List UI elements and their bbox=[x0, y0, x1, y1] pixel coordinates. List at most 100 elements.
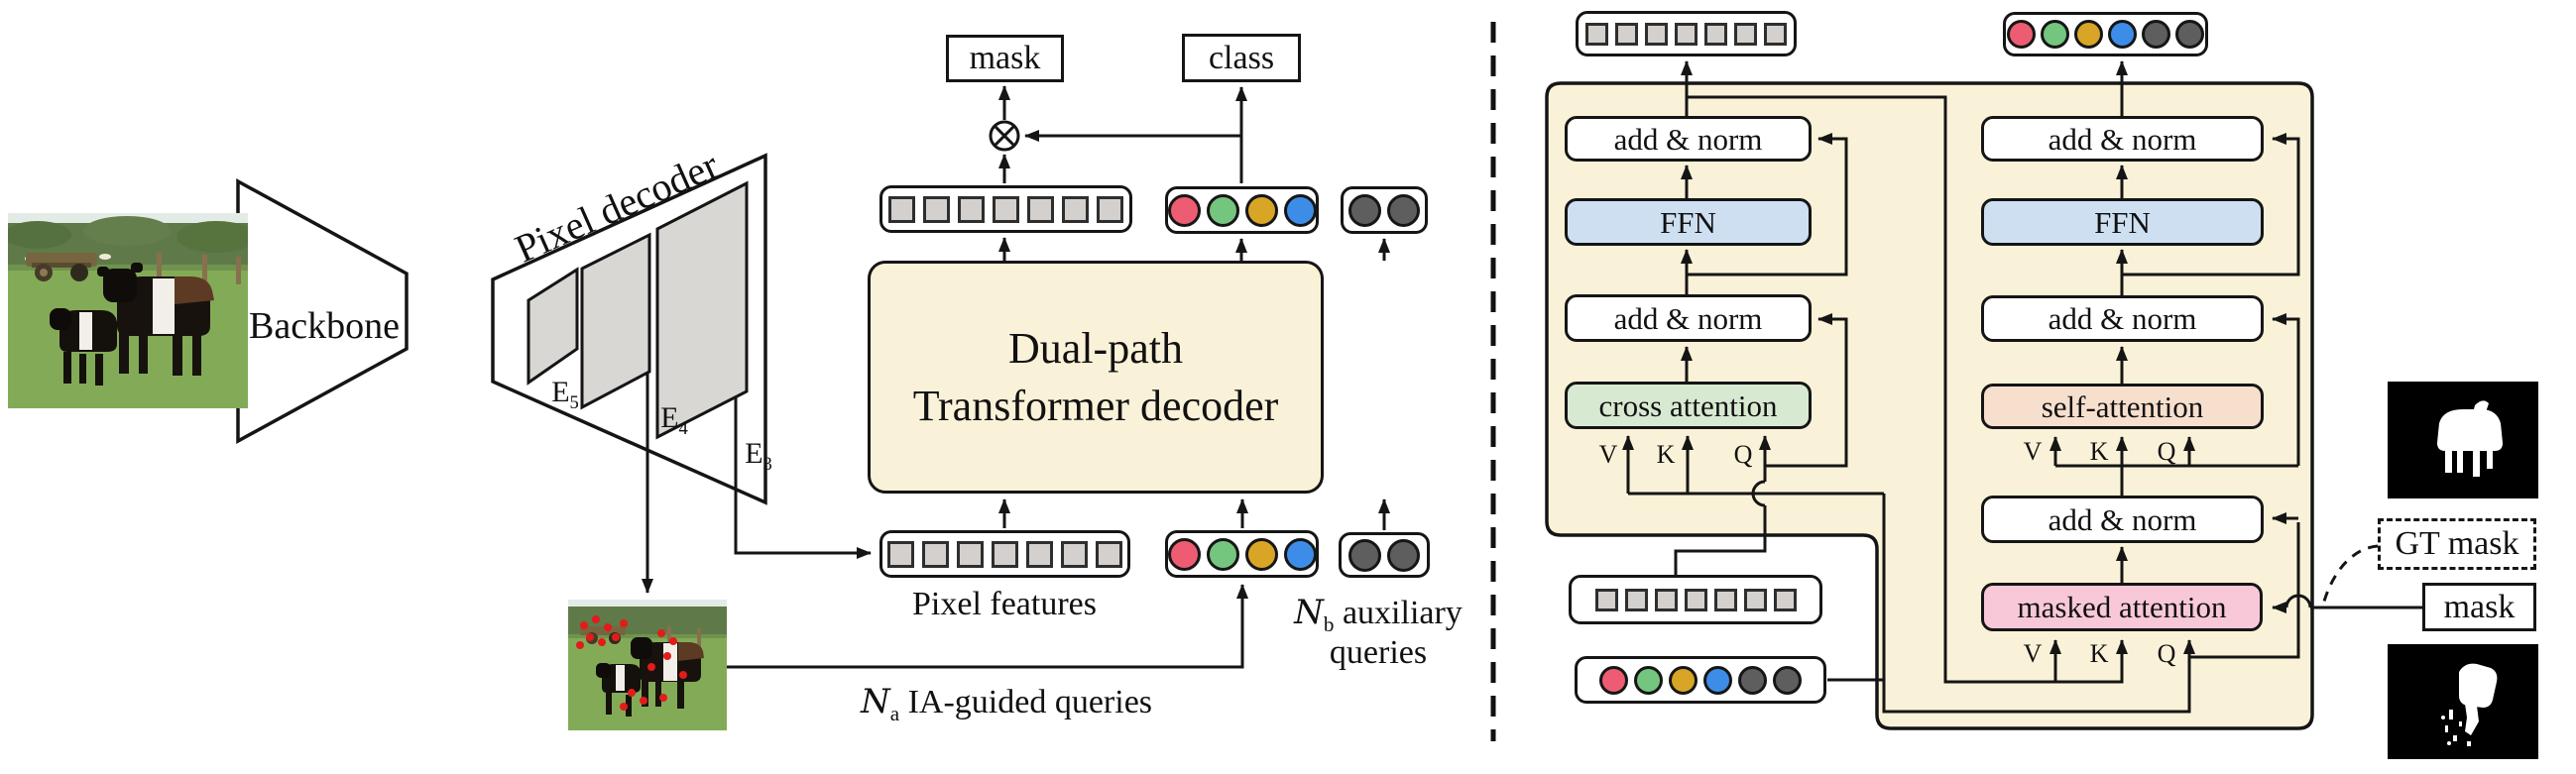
masked-attention-box: masked attention bbox=[1981, 583, 2263, 631]
dual-path-decoder-box: Dual-path Transformer decoder bbox=[868, 261, 1324, 494]
pixel-token bbox=[922, 540, 949, 568]
query-ffn: FFN bbox=[1981, 198, 2264, 246]
e4-label: E4 bbox=[660, 401, 688, 439]
query-token bbox=[1244, 537, 1278, 571]
pixel-token bbox=[1675, 22, 1698, 46]
right-query-tokens-out bbox=[2003, 12, 2208, 56]
pixel-token bbox=[958, 195, 985, 223]
gt-mask-image bbox=[2388, 382, 2538, 498]
class-head-box: class bbox=[1182, 34, 1301, 82]
query-tokens-out bbox=[1165, 186, 1319, 234]
self-k-label: K bbox=[2089, 437, 2109, 466]
input-photo-illustration bbox=[8, 213, 248, 408]
dual-path-decoder-line1: Dual-path bbox=[1008, 324, 1183, 374]
query-token bbox=[1283, 537, 1317, 571]
aux-query-tokens-in bbox=[1339, 532, 1430, 578]
nb-queries-label-line2: queries bbox=[1329, 634, 1428, 671]
pixel-token bbox=[1096, 540, 1122, 568]
query-add-norm-low: add & norm bbox=[1981, 496, 2264, 543]
pixel-to-cross-q bbox=[1674, 505, 1767, 575]
pixel-token bbox=[1615, 22, 1638, 46]
pixel-token bbox=[1734, 22, 1757, 46]
predicted-mask-illustration bbox=[2388, 644, 2538, 759]
query-token bbox=[1206, 537, 1239, 571]
pixel-token bbox=[1645, 22, 1668, 46]
pixel-token bbox=[1764, 22, 1787, 46]
pixel-token bbox=[1027, 195, 1054, 223]
predicted-mask-image bbox=[2388, 644, 2538, 759]
queries-to-masked-q bbox=[1882, 494, 2195, 714]
pixel-token bbox=[1704, 22, 1727, 46]
pixel-token bbox=[1594, 588, 1618, 611]
query-token bbox=[1669, 665, 1698, 695]
mask-head-box: mask bbox=[946, 35, 1064, 82]
pixel-token bbox=[1061, 540, 1088, 568]
pixel-token bbox=[1713, 588, 1737, 611]
multiply-node bbox=[989, 120, 1020, 152]
gt-mask-illustration bbox=[2388, 382, 2538, 498]
masked-v-label: V bbox=[2023, 639, 2043, 668]
dual-path-decoder-line2: Transformer decoder bbox=[912, 381, 1279, 430]
pixel-token bbox=[1654, 588, 1678, 611]
gt-mask-dashed-link bbox=[2321, 544, 2379, 606]
query-token bbox=[1244, 193, 1278, 227]
ia-guided-points-illustration bbox=[568, 600, 727, 730]
pixel-add-norm-top: add & norm bbox=[1565, 116, 1812, 162]
right-query-tokens-in bbox=[1575, 656, 1826, 704]
pixel-token bbox=[887, 540, 914, 568]
gt-mask-box: GT mask bbox=[2378, 518, 2536, 570]
query-token bbox=[2074, 20, 2103, 49]
query-add-norm-mid: add & norm bbox=[1981, 295, 2264, 342]
pixel-add-norm-mid: add & norm bbox=[1565, 294, 1812, 342]
query-token bbox=[1773, 665, 1802, 695]
pixel-token bbox=[957, 540, 984, 568]
query-token bbox=[2175, 20, 2204, 49]
query-token bbox=[1348, 538, 1381, 572]
query-token bbox=[1634, 665, 1663, 695]
query-tokens-in bbox=[1165, 530, 1319, 578]
feature-map-e4 bbox=[580, 232, 651, 410]
masked-q-label: Q bbox=[2157, 639, 2176, 668]
pixel-token bbox=[1097, 195, 1123, 223]
query-add-norm-top: add & norm bbox=[1981, 116, 2264, 162]
self-v-label: V bbox=[2023, 437, 2043, 466]
pixel-ffn: FFN bbox=[1565, 198, 1812, 246]
pixel-token bbox=[1743, 588, 1767, 611]
predicted-mask-box: mask bbox=[2422, 583, 2536, 631]
pixel-token bbox=[923, 195, 950, 223]
query-token bbox=[1167, 537, 1201, 571]
aux-query-tokens-out bbox=[1341, 186, 1428, 234]
pixel-features-label: Pixel features bbox=[912, 586, 1097, 622]
self-attention-box: self-attention bbox=[1981, 384, 2264, 429]
input-photo bbox=[8, 213, 248, 408]
query-token bbox=[1206, 193, 1239, 227]
cross-k-label: K bbox=[1656, 440, 1676, 469]
connectors bbox=[642, 60, 2422, 714]
pixel-token bbox=[1585, 22, 1608, 46]
pixel-to-masked-kv bbox=[1687, 95, 2128, 684]
pixel-feature-tokens-out bbox=[879, 185, 1132, 233]
right-pixel-tokens-out bbox=[1576, 11, 1797, 56]
pixel-token bbox=[1684, 588, 1707, 611]
ia-guided-points-photo bbox=[568, 600, 727, 730]
feature-map-e5 bbox=[527, 267, 579, 386]
ia-guided-points bbox=[576, 615, 687, 711]
query-token bbox=[1348, 193, 1381, 227]
query-token bbox=[2108, 20, 2137, 49]
pixel-token bbox=[888, 195, 915, 223]
query-token bbox=[1599, 665, 1628, 695]
pixel-feature-tokens-in bbox=[879, 530, 1130, 578]
self-q-label: Q bbox=[2157, 437, 2176, 466]
query-token bbox=[1703, 665, 1732, 695]
query-token bbox=[1387, 193, 1420, 227]
pixel-token bbox=[1026, 540, 1053, 568]
backbone-label: Backbone bbox=[249, 305, 400, 347]
query-token bbox=[1283, 193, 1317, 227]
cross-q-label: Q bbox=[1733, 440, 1753, 469]
query-token bbox=[2041, 20, 2069, 49]
na-queries-label: Na IA-guided queries bbox=[860, 682, 1153, 725]
e3-label: E3 bbox=[745, 437, 772, 475]
pixel-token bbox=[1062, 195, 1089, 223]
pixel-token bbox=[992, 540, 1018, 568]
